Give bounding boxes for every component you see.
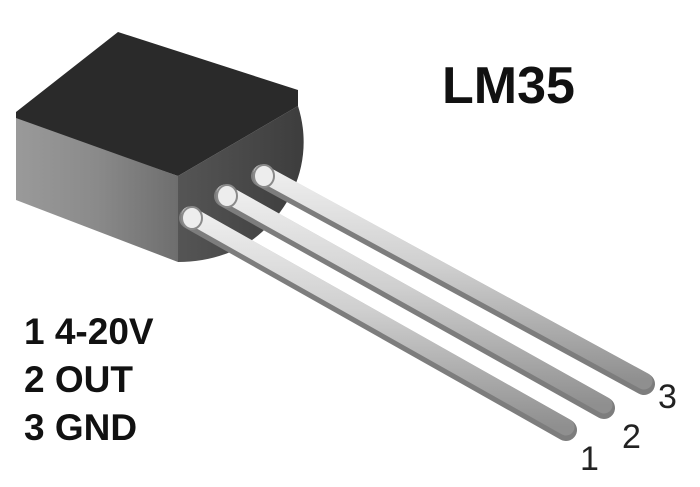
body-front-face: [16, 118, 178, 262]
lead-3: [251, 164, 655, 395]
body-top-face: [16, 32, 298, 176]
lead-1-number: 1: [580, 440, 599, 478]
pin-2-label: 2 OUT: [24, 359, 133, 400]
lead-3-number: 3: [658, 378, 677, 416]
lead-2: [214, 184, 615, 419]
pin-3-label: 3 GND: [24, 407, 138, 448]
part-title: LM35: [442, 57, 575, 115]
lead-2-number: 2: [622, 418, 641, 456]
lead-1: [179, 206, 577, 441]
leads: [179, 164, 655, 441]
pinout-legend: 1 4-20V 2 OUT 3 GND: [24, 308, 154, 452]
pin-1-label: 1 4-20V: [24, 311, 154, 352]
